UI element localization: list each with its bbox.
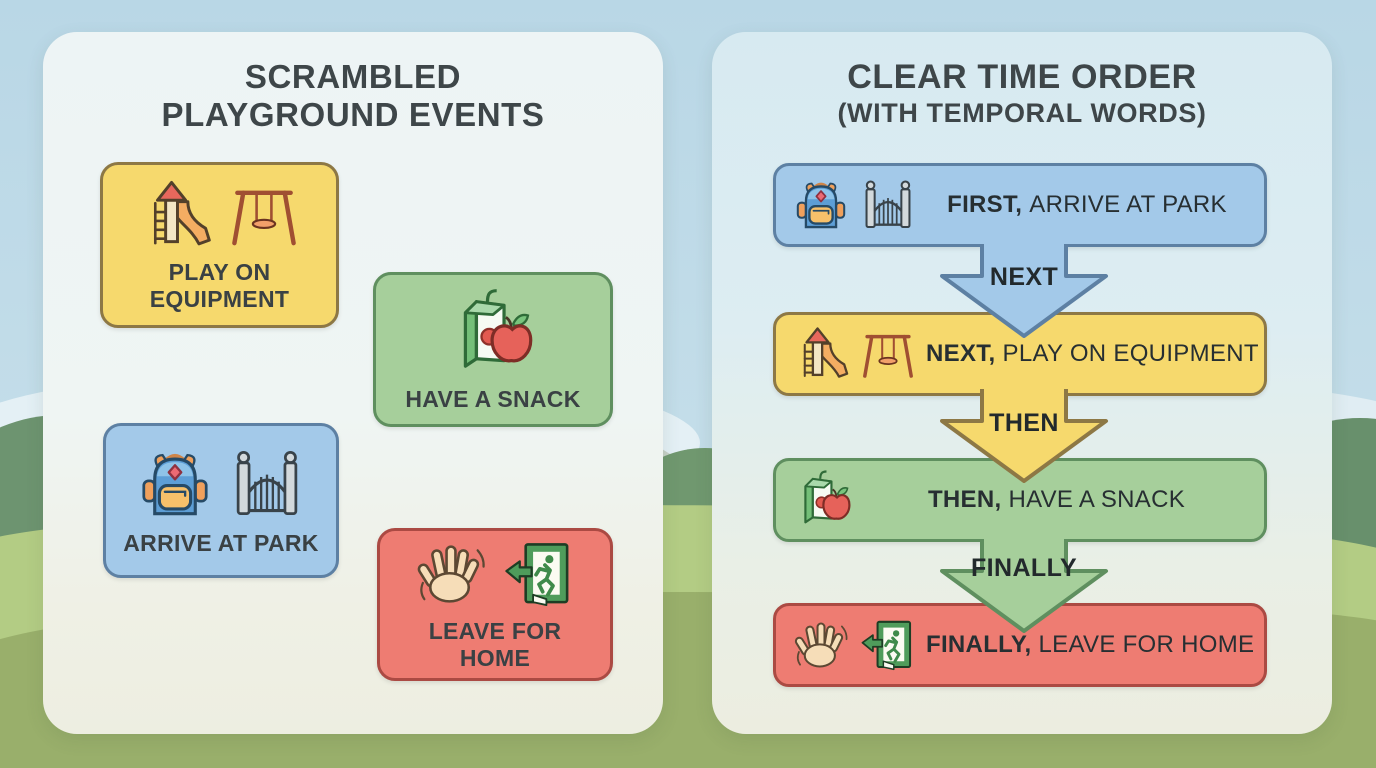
- slide-icon: [139, 178, 213, 252]
- arrow-shape: [940, 539, 1108, 633]
- connector-label-next: NEXT: [989, 263, 1059, 291]
- card-label: ARRIVE AT PARK: [123, 529, 319, 556]
- exit-door-icon: [859, 616, 917, 674]
- exit-door-icon: [502, 537, 576, 611]
- event-card-arrive-at-park: ARRIVE AT PARK: [103, 423, 339, 578]
- gate-icon: [228, 445, 306, 523]
- left-title-line2: PLAYGROUND EVENTS: [161, 96, 545, 133]
- event-text: ARRIVE AT PARK: [1029, 191, 1227, 218]
- step-bar-first-arrive-at-park: FIRST,ARRIVE AT PARK: [773, 163, 1267, 247]
- slide-icon: [792, 325, 850, 383]
- juicebox-apple-icon: [443, 287, 543, 379]
- arrow-shape: [940, 244, 1108, 338]
- swing-icon: [227, 178, 301, 252]
- sequence-arrow-down: [940, 389, 1108, 483]
- event-text: PLAY ON EQUIPMENT: [1002, 340, 1259, 367]
- card-icons: [136, 445, 306, 523]
- temporal-word: FINALLY,: [926, 631, 1032, 658]
- step-text: FIRST,ARRIVE AT PARK: [926, 191, 1248, 219]
- arrow-shape: [940, 389, 1108, 483]
- card-label: HAVE A SNACK: [405, 385, 581, 412]
- connector-label-finally: FINALLY: [970, 554, 1078, 582]
- swing-icon: [859, 325, 917, 383]
- temporal-word: FIRST,: [947, 191, 1023, 218]
- step-text: FINALLY,LEAVE FOR HOME: [926, 631, 1254, 659]
- temporal-word: THEN,: [927, 486, 1002, 513]
- event-text: LEAVE FOR HOME: [1038, 631, 1255, 658]
- right-title-line2: (WITH TEMPORAL WORDS): [837, 98, 1207, 128]
- card-icons: [443, 287, 543, 379]
- backpack-icon: [792, 176, 850, 234]
- event-card-leave-for-home: LEAVE FOR HOME: [377, 528, 613, 681]
- event-text: HAVE A SNACK: [1008, 486, 1186, 513]
- card-icons: [139, 178, 301, 252]
- card-icons: [414, 537, 576, 611]
- scrambled-events-panel: SCRAMBLED PLAYGROUND EVENTS PLAY ON EQUI…: [43, 32, 663, 734]
- event-card-play-on-equipment: PLAY ON EQUIPMENT: [100, 162, 339, 328]
- card-label: LEAVE FOR HOME: [428, 618, 562, 671]
- step-bar-then-have-a-snack: THEN,HAVE A SNACK: [773, 458, 1267, 542]
- event-card-have-a-snack: HAVE A SNACK: [373, 272, 613, 427]
- step-text: THEN,HAVE A SNACK: [865, 486, 1248, 514]
- juicebox-apple-icon: [792, 469, 856, 531]
- step-text: NEXT,PLAY ON EQUIPMENT: [926, 340, 1259, 368]
- right-title-line1: CLEAR TIME ORDER: [847, 58, 1197, 96]
- temporal-word: NEXT,: [926, 340, 996, 367]
- gate-icon: [859, 176, 917, 234]
- sequence-arrow-down: [940, 539, 1108, 633]
- left-title-line1: SCRAMBLED: [244, 58, 462, 95]
- time-order-panel: CLEAR TIME ORDER (WITH TEMPORAL WORDS) F…: [712, 32, 1332, 734]
- card-label: PLAY ON EQUIPMENT: [149, 258, 290, 312]
- wave-hand-icon: [414, 537, 488, 611]
- sequence-arrow-down: [940, 244, 1108, 338]
- backpack-icon: [136, 445, 214, 523]
- wave-hand-icon: [792, 616, 850, 674]
- right-panel-title: CLEAR TIME ORDER (WITH TEMPORAL WORDS): [712, 58, 1332, 130]
- connector-label-then: THEN: [989, 409, 1059, 437]
- left-panel-title: SCRAMBLED PLAYGROUND EVENTS: [43, 58, 663, 134]
